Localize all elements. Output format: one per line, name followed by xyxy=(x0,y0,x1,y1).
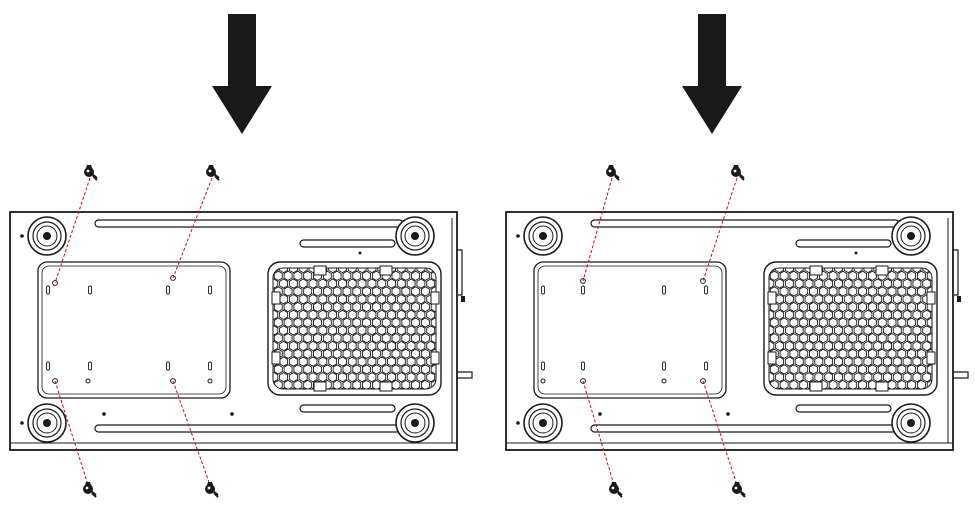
screw-icon xyxy=(82,481,97,498)
screw-icon xyxy=(608,481,623,498)
down-arrow-icon xyxy=(212,14,272,134)
screw-icon xyxy=(204,481,219,498)
screw-icon xyxy=(205,164,220,181)
chassis-bottom-view-right xyxy=(506,14,968,498)
screw-icon xyxy=(605,164,620,181)
screw-icon xyxy=(730,164,745,181)
down-arrow-icon xyxy=(682,14,742,134)
screw-icon xyxy=(731,481,746,498)
screw-guide-lines-right xyxy=(582,177,738,486)
mount-holes-left xyxy=(46,275,213,384)
screw-guide-lines-left xyxy=(54,177,213,486)
screw-icon xyxy=(83,164,98,181)
chassis-bottom-view-left xyxy=(10,14,472,498)
